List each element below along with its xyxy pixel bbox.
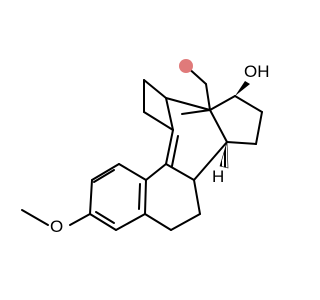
molecule-canvas: OH H O [21,59,270,236]
bond-c-top [181,109,211,115]
bond-c-bridge [165,97,211,111]
bond-c5 [143,111,174,131]
bond-methoxy-ch3 [21,209,49,226]
bond-b4 [193,179,201,215]
bond-a6 [118,163,147,181]
bond-c3 [143,79,167,99]
bond-d5 [209,109,228,143]
skeletal-structure: OH H O [21,59,270,236]
label-oh: OH [244,62,270,81]
bond-b2 [144,213,172,231]
bond-ethyl-1 [205,83,211,111]
bond-b3 [170,213,201,231]
bond-methoxy-o [69,213,91,226]
bond-d2 [234,95,263,113]
hydroxyl-wedge-bond [235,81,250,96]
bond-b1 [145,163,167,181]
bond-d3 [255,111,263,145]
bond-d1 [209,95,236,111]
bond-a5 [144,179,147,215]
bond-a2 [89,179,93,215]
label-h: H [212,167,224,186]
bond-d4 [226,141,257,145]
bond-a3 [89,213,117,231]
ethyl-wedge-highlight [179,59,193,73]
bond-a1-double [93,169,115,183]
bond-c1-double [171,135,179,167]
bond-c2 [165,97,174,131]
bond-a3-double [95,211,115,224]
bond-cd-junction [193,141,228,181]
bond-a5-double [138,183,141,210]
hydrogen-hashed-bond [219,141,229,169]
bond-a4 [115,213,146,231]
bond-a1 [91,163,120,181]
bond-c1 [165,129,174,165]
bond-b5 [165,163,195,181]
label-o-methoxy: O [50,217,63,236]
